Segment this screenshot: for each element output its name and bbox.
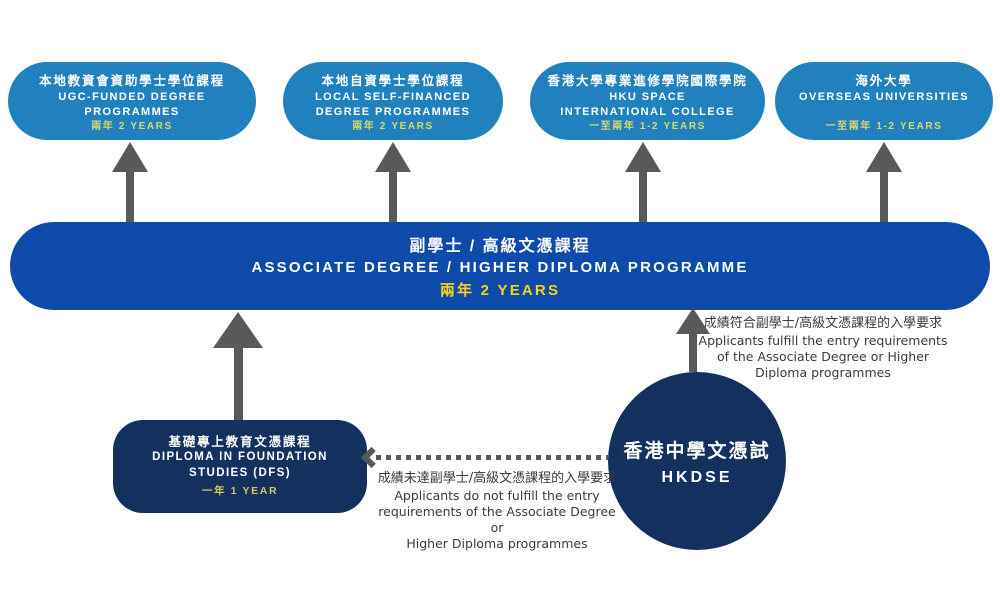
arrow-shaft	[880, 172, 888, 222]
arrow-shaft	[233, 348, 243, 420]
duration-label: 兩年 2 YEARS	[439, 282, 561, 299]
hkdse-title-zh: 香港中學文憑試	[623, 440, 771, 462]
arrow-head-icon	[213, 312, 263, 348]
hkdse-circle: 香港中學文憑試 HKDSE	[608, 372, 786, 550]
note-line: Higher Diploma programmes	[406, 536, 588, 551]
note-line: Applicants fulfill the entry requirement…	[698, 333, 948, 348]
title-line: 香港大學專業進修學院國際學院	[547, 74, 748, 88]
title-line: OVERSEAS UNIVERSITIES	[799, 90, 969, 103]
note-line: Diploma programmes	[755, 365, 891, 380]
pathway-box-title: 海外大學 OVERSEAS UNIVERSITIES	[799, 74, 969, 105]
main-title-en: ASSOCIATE DEGREE / HIGHER DIPLOMA PROGRA…	[251, 259, 749, 276]
title-line: PROGRAMMES	[84, 106, 180, 118]
arrow-head-icon	[625, 142, 661, 172]
title-line: 基礎專上教育文憑課程	[168, 434, 312, 449]
title-line: INTERNATIONAL COLLEGE	[560, 106, 735, 118]
hkdse-title-en: HKDSE	[661, 468, 733, 486]
arrow-shaft	[689, 334, 697, 372]
note-line: Applicants do not fulfill the entry	[394, 488, 600, 503]
duration-label: 一年 1 YEAR	[201, 485, 279, 498]
duration-label: 兩年 2 YEARS	[91, 121, 173, 132]
arrow-dfs-to-associate	[213, 312, 263, 420]
duration-label: 兩年 2 YEARS	[352, 121, 434, 132]
title-line: 海外大學	[855, 74, 913, 88]
associate-degree-pill: 副學士 / 高級文憑課程 ASSOCIATE DEGREE / HIGHER D…	[10, 222, 990, 310]
duration-label: 一至兩年 1-2 YEARS	[825, 121, 943, 132]
arrow-head-icon	[112, 142, 148, 172]
note-line: of the Associate Degree or Higher	[716, 349, 930, 364]
pathway-box-title: 本地自資學士學位課程 LOCAL SELF-FINANCED DEGREE PR…	[315, 74, 471, 121]
arrow-to-overseas	[866, 142, 902, 222]
arrow-head-icon	[375, 142, 411, 172]
note-not-fulfill-requirements: 成績未達副學士/高級文憑課程的入學要求 Applicants do not fu…	[376, 470, 618, 552]
pathway-box-overseas: 海外大學 OVERSEAS UNIVERSITIES 一至兩年 1-2 YEAR…	[775, 62, 993, 140]
arrow-shaft	[126, 172, 134, 222]
arrow-head-icon	[866, 142, 902, 172]
pathway-box-hku-space: 香港大學專業進修學院國際學院 HKU SPACE INTERNATIONAL C…	[530, 62, 765, 140]
arrow-to-self-financed	[375, 142, 411, 222]
title-line: DIPLOMA IN FOUNDATION	[152, 451, 328, 464]
dfs-box: 基礎專上教育文憑課程 DIPLOMA IN FOUNDATION STUDIES…	[113, 420, 367, 513]
duration-label: 一至兩年 1-2 YEARS	[589, 121, 706, 132]
pathway-box-title: 本地教資會資助學士學位課程 UGC-FUNDED DEGREE PROGRAMM…	[39, 74, 225, 121]
title-line: HKU SPACE	[609, 90, 686, 103]
title-line: LOCAL SELF-FINANCED	[315, 90, 471, 103]
title-line: STUDIES (DFS)	[189, 466, 291, 479]
title-line: DEGREE PROGRAMMES	[315, 106, 471, 118]
dotted-arrow-hkdse-to-dfs	[376, 455, 608, 460]
title-line: 本地教資會資助學士學位課程	[39, 74, 225, 88]
title-line: UGC-FUNDED DEGREE	[58, 90, 206, 103]
title-line: 本地自資學士學位課程	[321, 74, 465, 88]
arrow-head-icon	[676, 308, 710, 334]
note-line: requirements of the Associate Degree or	[378, 504, 616, 535]
arrow-shaft	[639, 172, 647, 222]
main-title-zh: 副學士 / 高級文憑課程	[409, 238, 591, 255]
arrow-hkdse-to-associate	[676, 308, 710, 372]
pathway-box-ugc-funded: 本地教資會資助學士學位課程 UGC-FUNDED DEGREE PROGRAMM…	[8, 62, 256, 140]
arrow-to-hku-space	[625, 142, 661, 222]
pathway-box-title: 香港大學專業進修學院國際學院 HKU SPACE INTERNATIONAL C…	[547, 74, 747, 121]
note-line: 成績符合副學士/高級文憑課程的入學要求	[703, 316, 943, 331]
pathway-box-self-financed: 本地自資學士學位課程 LOCAL SELF-FINANCED DEGREE PR…	[283, 62, 503, 140]
note-fulfill-requirements: 成績符合副學士/高級文憑課程的入學要求 Applicants fulfill t…	[690, 315, 956, 381]
note-line: 成績未達副學士/高級文憑課程的入學要求	[377, 471, 617, 486]
arrow-to-ugc-funded	[112, 142, 148, 222]
arrow-shaft	[389, 172, 397, 222]
